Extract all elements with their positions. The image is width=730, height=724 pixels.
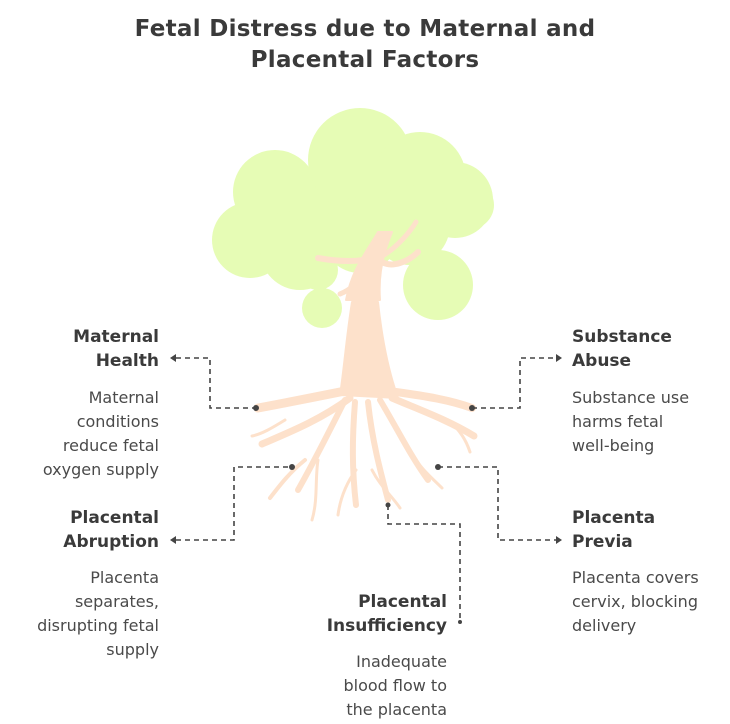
desc-maternal-health: Maternal conditions reduce fetal oxygen …: [42, 388, 159, 479]
connector-substance-abuse: [472, 357, 556, 409]
title-line-2: Placental Factors: [250, 47, 480, 73]
tree-foliage: [212, 108, 494, 328]
tree-roots: [250, 387, 478, 522]
connector-placental-abruption: [176, 466, 292, 541]
label-placenta-previa: Placenta Previa: [572, 508, 656, 552]
connector-maternal-health: [176, 357, 256, 409]
desc-placenta-previa: Placenta covers cervix, blocking deliver…: [572, 568, 699, 635]
title-line-1: Fetal Distress due to Maternal and: [134, 16, 596, 42]
desc-placental-insufficiency: Inadequate blood flow to the placenta: [343, 652, 447, 719]
diagram-title: Fetal Distress due to Maternal and Place…: [0, 14, 730, 76]
connector-placental-insufficiency: [387, 505, 461, 622]
desc-substance-abuse: Substance use harms fetal well-being: [572, 388, 690, 455]
label-maternal-health: Maternal Health: [73, 327, 159, 371]
label-substance-abuse: Substance Abuse: [572, 327, 672, 371]
tree-trunk: [315, 219, 421, 399]
label-placental-abruption: Placental Abruption: [63, 508, 159, 552]
desc-placental-abruption: Placenta separates, disrupting fetal sup…: [37, 568, 159, 659]
label-placental-insufficiency: Placental Insufficiency: [326, 592, 447, 636]
connector-placenta-previa: [438, 466, 556, 541]
